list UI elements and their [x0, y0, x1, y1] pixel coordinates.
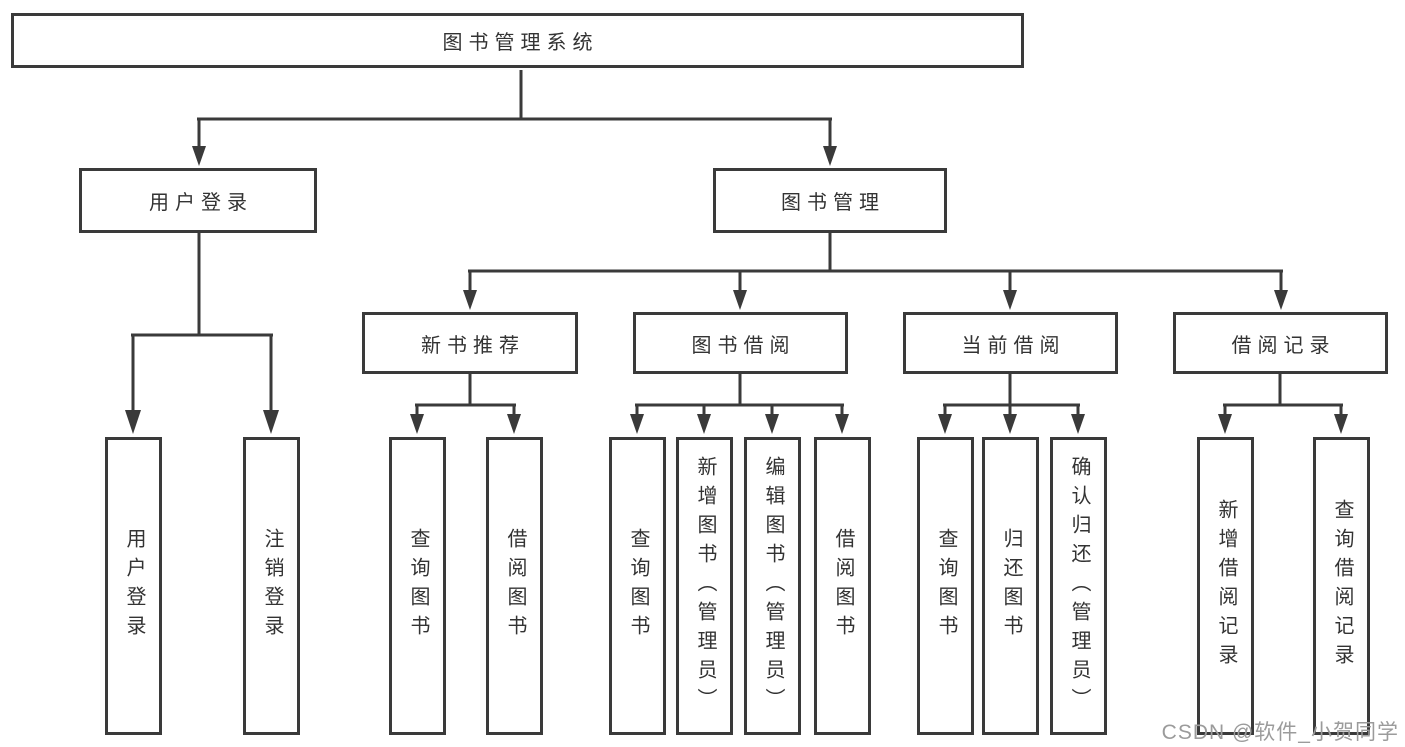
node-root-label: 图书管理系统	[442, 32, 599, 54]
leaf-edit-books-admin: 编辑图书（管理员）	[744, 437, 801, 735]
leaf-confirm-return-admin: 确认归还（管理员）	[1050, 437, 1107, 735]
node-root-system: 图书管理系统	[11, 13, 1024, 68]
connector-current-borrow-branch	[938, 374, 1085, 434]
node-book-borrow: 图书借阅	[633, 312, 848, 374]
connector-new-book-rec-branch	[410, 374, 521, 434]
connector-user-login-branch	[125, 233, 279, 434]
leaf-return-books: 归还图书	[982, 437, 1039, 735]
leaf-query-borrow-record-label: 查询借阅记录	[1331, 499, 1353, 673]
leaf-logout-label: 注销登录	[261, 528, 283, 644]
connector-book-borrow-branch	[630, 374, 849, 434]
leaf-borrow-books: 借阅图书	[814, 437, 871, 735]
node-book-mgmt: 图书管理	[713, 168, 947, 233]
connector-book-mgmt-to-level3	[463, 233, 1288, 310]
node-user-login-label: 用户登录	[149, 192, 253, 214]
leaf-edit-books-admin-label: 编辑图书（管理员）	[762, 455, 784, 717]
node-user-login: 用户登录	[79, 168, 317, 233]
leaf-add-borrow-record-label: 新增借阅记录	[1215, 499, 1237, 673]
leaf-query-borrow-record: 查询借阅记录	[1313, 437, 1370, 735]
csdn-watermark: CSDN @软件_小贺同学	[1161, 721, 1399, 744]
leaf-query-books-rec-label: 查询图书	[407, 528, 429, 644]
node-borrow-record-label: 借阅记录	[1231, 334, 1336, 357]
leaf-add-books-admin: 新增图书（管理员）	[676, 437, 733, 735]
leaf-add-borrow-record: 新增借阅记录	[1197, 437, 1254, 735]
leaf-query-books-rec: 查询图书	[389, 437, 446, 735]
leaf-logout: 注销登录	[243, 437, 300, 735]
leaf-query-books-current: 查询图书	[917, 437, 974, 735]
leaf-confirm-return-admin-label: 确认归还（管理员）	[1068, 455, 1090, 717]
connector-root-to-level2	[192, 70, 837, 166]
node-borrow-record: 借阅记录	[1173, 312, 1388, 374]
node-current-borrow-label: 当前借阅	[961, 334, 1066, 357]
leaf-borrow-books-rec-label: 借阅图书	[504, 528, 526, 644]
leaf-borrow-books-rec: 借阅图书	[486, 437, 543, 735]
leaf-return-books-label: 归还图书	[1000, 528, 1022, 644]
leaf-query-books-borrow-label: 查询图书	[627, 528, 649, 644]
leaf-query-books-borrow: 查询图书	[609, 437, 666, 735]
node-current-borrow: 当前借阅	[903, 312, 1118, 374]
connector-borrow-record-branch	[1218, 374, 1348, 434]
node-new-book-rec-label: 新书推荐	[421, 334, 525, 357]
node-new-book-rec: 新书推荐	[362, 312, 578, 374]
leaf-add-books-admin-label: 新增图书（管理员）	[694, 455, 716, 717]
leaf-user-login-label: 用户登录	[123, 528, 145, 644]
leaf-user-login: 用户登录	[105, 437, 162, 735]
node-book-mgmt-label: 图书管理	[781, 192, 885, 214]
leaf-query-books-current-label: 查询图书	[935, 528, 957, 644]
leaf-borrow-books-label: 借阅图书	[832, 528, 854, 644]
node-book-borrow-label: 图书借阅	[691, 334, 796, 357]
